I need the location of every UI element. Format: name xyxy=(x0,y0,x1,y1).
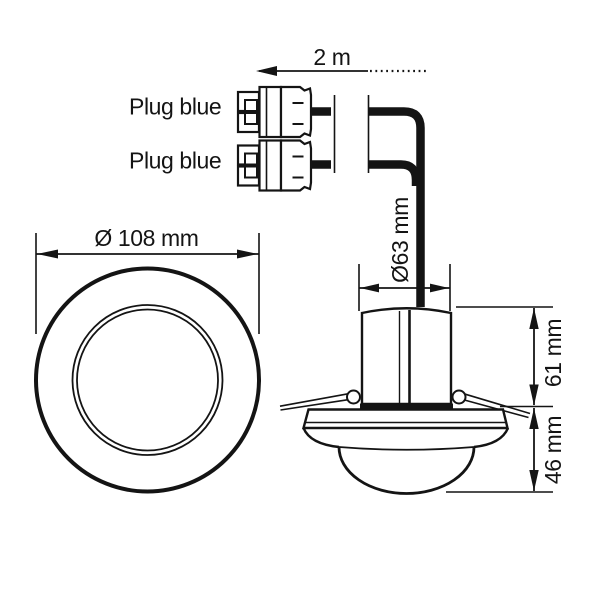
upper-height-arrow-top xyxy=(529,308,539,329)
left-clip-arm-lower xyxy=(280,398,350,411)
front-view: Ø 108 mm xyxy=(34,225,261,494)
plug-top-label: Plug blue xyxy=(129,94,221,120)
connection-cable xyxy=(310,95,425,307)
plug-top xyxy=(236,85,313,139)
front-diameter-dimension: Ø 108 mm xyxy=(35,225,260,334)
recess-diameter-arrow-right xyxy=(430,283,449,293)
lower-height-arrow-top xyxy=(529,408,539,429)
cable-length-label: 2 m xyxy=(313,44,350,70)
skirt-right xyxy=(473,427,510,449)
upper-height-arrow-bottom xyxy=(529,384,539,406)
sensor-head xyxy=(302,427,510,495)
wire-bottom-bend xyxy=(369,160,421,186)
front-diameter-arrow-left xyxy=(37,249,58,259)
lower-height-dimension: 46 mm xyxy=(446,408,566,493)
skirt-left xyxy=(302,427,340,449)
recess-diameter-dimension: Ø63 mm xyxy=(358,197,451,311)
lens-ring-inner-circle xyxy=(76,308,219,452)
front-diameter-label: Ø 108 mm xyxy=(94,225,198,251)
left-clip-arm-upper xyxy=(279,393,349,407)
housing-base-bar xyxy=(360,403,453,409)
plug-bottom-label: Plug blue xyxy=(129,148,221,174)
mounting-spring-clips xyxy=(279,389,531,419)
right-clip-pivot xyxy=(451,389,467,405)
cover-outer-circle xyxy=(34,266,261,494)
upper-height-dimension: 61 mm xyxy=(456,306,566,408)
cable-length-dimension: 2 m xyxy=(256,44,429,76)
upper-height-label: 61 mm xyxy=(540,319,566,387)
cable-down-lead xyxy=(369,107,425,307)
sensor-dome xyxy=(337,446,476,495)
left-clip-pivot xyxy=(346,389,361,405)
cable-length-arrowhead xyxy=(256,66,277,76)
dome-rim-line xyxy=(338,446,475,451)
lower-height-label: 46 mm xyxy=(540,416,566,484)
recess-diameter-label: Ø63 mm xyxy=(387,197,413,283)
side-view: Ø63 mm 61 mm 46 mm xyxy=(279,197,566,495)
recess-diameter-arrow-left xyxy=(360,283,379,293)
right-clip-arm-upper xyxy=(463,393,531,415)
ceiling-flange xyxy=(301,408,510,430)
front-diameter-arrow-right xyxy=(237,249,258,259)
lower-height-arrow-bottom xyxy=(529,470,539,491)
lens-ring-outer-circle xyxy=(71,304,224,456)
plug-bottom xyxy=(236,139,313,192)
recessed-housing xyxy=(360,307,453,406)
